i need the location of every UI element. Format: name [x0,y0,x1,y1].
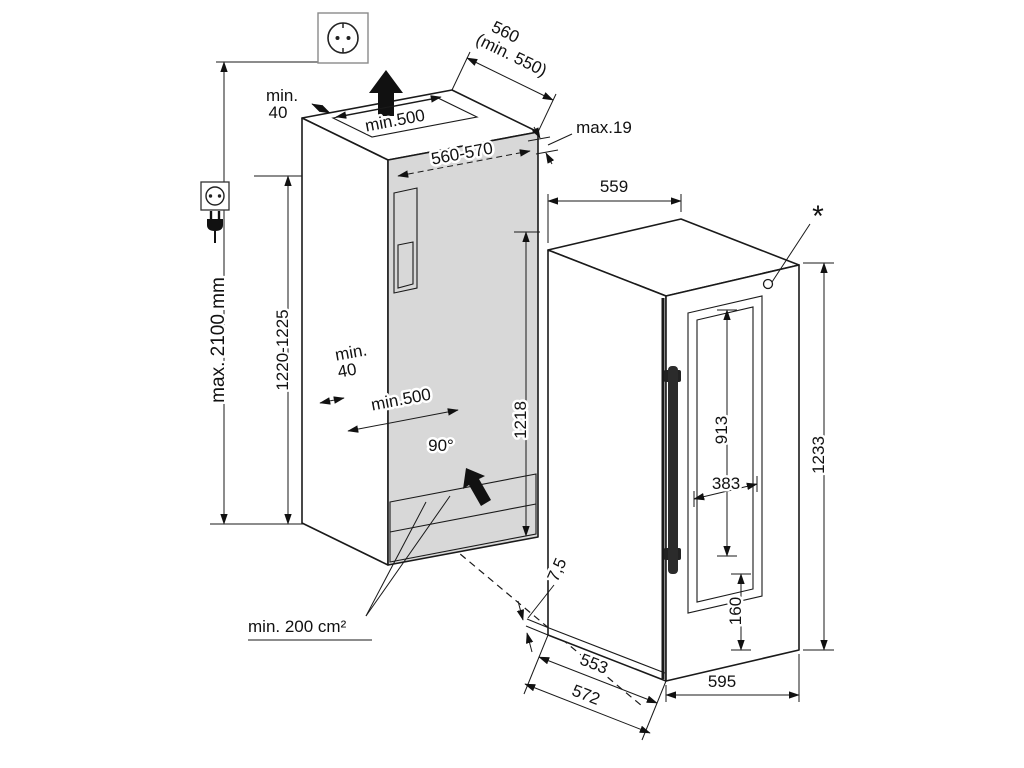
dim-rear-gap-top-1: min. [266,86,298,105]
junction-box-cover [397,241,414,289]
dim-rear-gap-top-2: 40 [269,103,288,122]
dim-appliance-height: 1233 [809,436,828,474]
door-handle [664,366,681,574]
dim-vent-area: min. 200 cm² [248,617,347,636]
dim-niche-height: 1220-1225 [273,309,292,390]
appliance-side-face [547,249,667,682]
dim-front-clearance: max.19 [576,118,632,137]
niche-interior [387,131,539,566]
appliance-drawing [547,218,811,682]
footnote-marker-dot [762,278,774,290]
plinth-vent-band [389,473,537,563]
glass-door-frame [687,295,763,614]
dim-depth-b: 572 [569,681,602,709]
supply-air-arrow-icon [463,468,491,506]
dim-width-front: 595 [708,672,736,691]
niche-side-face [301,117,389,566]
power-socket-icon [317,12,369,64]
dim-lower-panel-height: 160 [726,597,745,625]
glass-door-pane [696,306,754,603]
dim-glass-width: 383 [712,474,740,493]
dim-max-install-height: max. 2100 mm [208,277,229,403]
power-plug-icon [200,181,230,243]
junction-box [393,187,418,294]
left-dimension-group: max. 2100 mm 1220-1225 [206,61,322,525]
dim-glass-height: 913 [712,416,731,444]
dim-rear-gap-bottom-2: 40 [336,360,358,382]
dim-appliance-width-top: 559 [600,177,628,196]
exhaust-air-arrow-icon [369,70,403,116]
footnote-asterisk: * [812,200,824,233]
dim-front-height: 1218 [511,401,530,439]
dim-door-angle: 90° [428,436,454,455]
